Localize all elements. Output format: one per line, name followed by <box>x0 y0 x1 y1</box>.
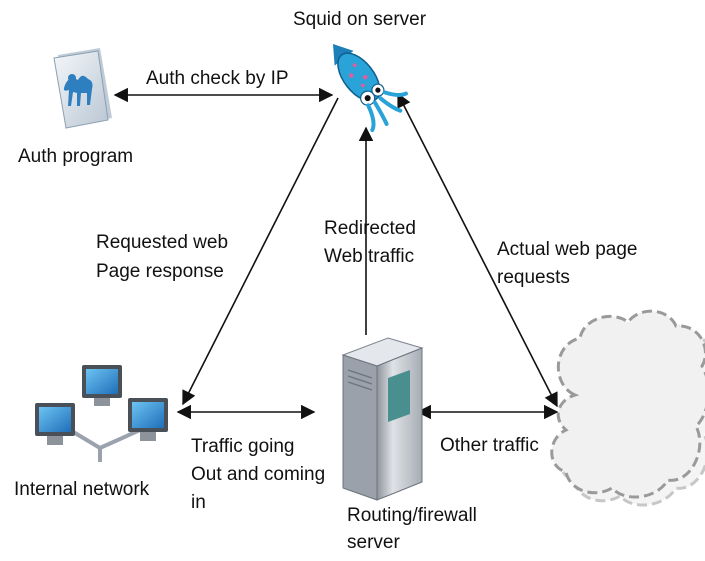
redirected-label-line1: Redirected <box>324 218 416 239</box>
redirected-label-line2: Web traffic <box>324 246 415 267</box>
routing-label-line1: Routing/firewall <box>347 505 477 526</box>
traffic-label-line2: Out and coming <box>191 464 326 485</box>
cloud-icon <box>550 309 705 507</box>
routing-label-line2: server <box>347 532 400 553</box>
camel-document-icon <box>53 48 112 129</box>
traffic-label-line1: Traffic going <box>191 436 295 457</box>
traffic-label-line3: in <box>191 492 206 513</box>
page-response-arrow <box>182 97 339 406</box>
computers-network-icon <box>35 365 168 462</box>
actual-requests-label-line2: requests <box>497 267 570 288</box>
auth-check-label: Auth check by IP <box>146 68 289 89</box>
server-tower-icon <box>341 337 424 501</box>
internal-network-label: Internal network <box>14 479 150 500</box>
squid-icon <box>332 44 408 133</box>
web-requests-arrow <box>397 92 558 408</box>
actual-requests-label-line1: Actual web page <box>497 239 638 260</box>
other-traffic-label: Other traffic <box>440 435 539 456</box>
auth-program-label: Auth program <box>18 146 134 167</box>
squid-title: Squid on server <box>293 9 427 30</box>
requested-label-line1: Requested web <box>96 232 229 253</box>
requested-label-line2: Page response <box>96 261 224 282</box>
